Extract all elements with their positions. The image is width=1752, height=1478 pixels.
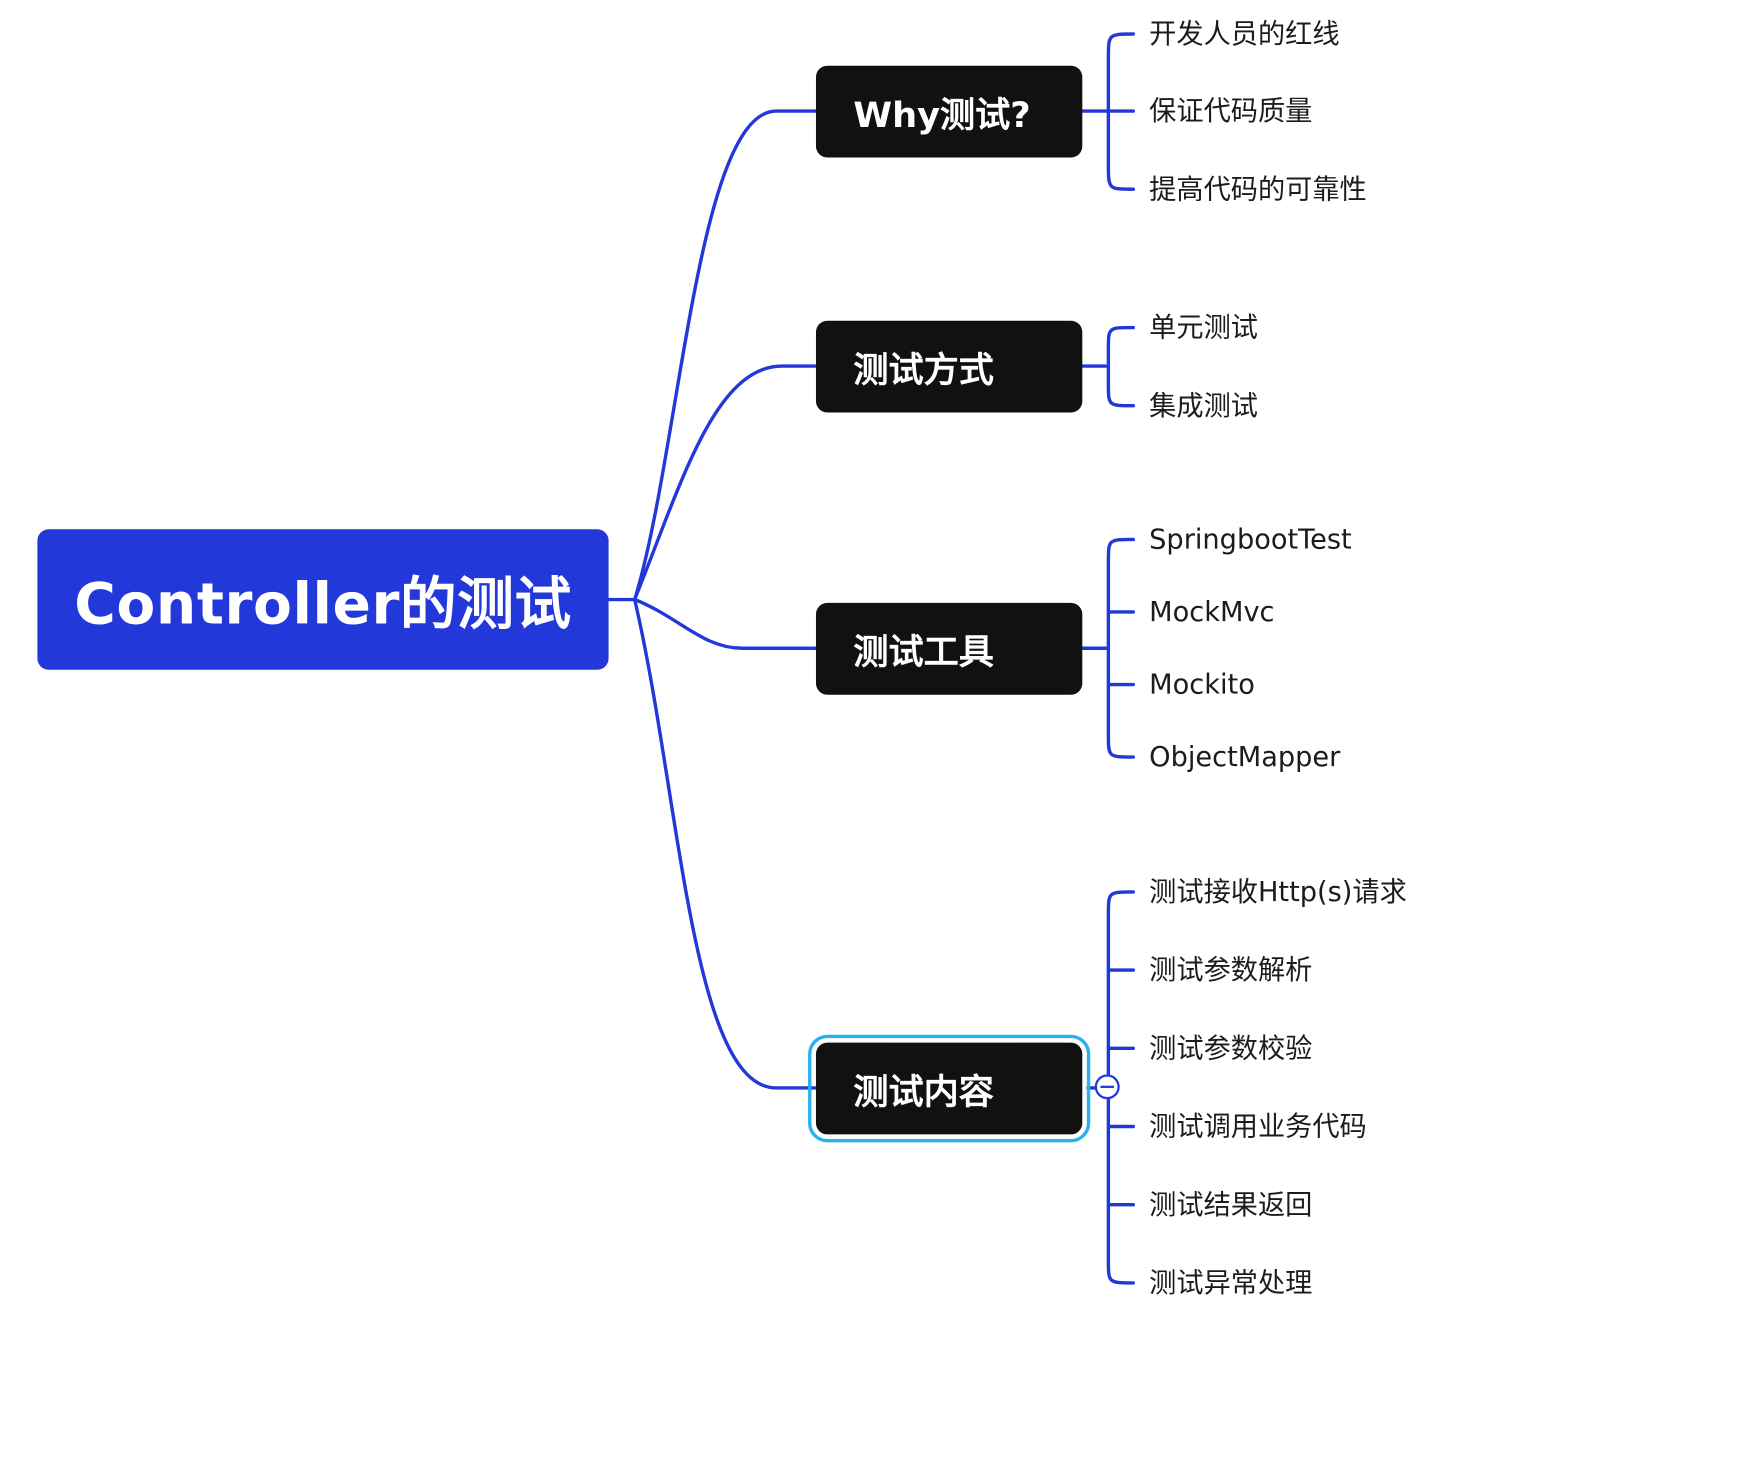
leaf-topic[interactable]: MockMvc: [1149, 596, 1275, 628]
collapse-toggle-icon[interactable]: [1094, 1074, 1120, 1100]
branch-topic-test-content[interactable]: 测试内容: [808, 1034, 1091, 1143]
branch-topic-test-tools[interactable]: 测试工具: [815, 602, 1083, 695]
branch-topic-label: 测试内容: [853, 1072, 994, 1113]
connector-branch-2-children: [1080, 325, 1135, 408]
leaf-topic[interactable]: 测试调用业务代码: [1149, 1110, 1367, 1143]
connector-branch-1-children: [1080, 32, 1135, 191]
root-topic[interactable]: Controller的测试: [37, 529, 609, 670]
branch-topic-label: Why测试?: [853, 95, 1031, 136]
leaf-topic[interactable]: 单元测试: [1149, 311, 1258, 344]
branch-topic-label: 测试工具: [853, 632, 994, 674]
connector-root-branch-4: [632, 597, 818, 1090]
leaf-topic[interactable]: 集成测试: [1149, 389, 1258, 422]
branch-topic-label: 测试方式: [853, 350, 994, 391]
leaf-topic[interactable]: 测试参数解析: [1149, 954, 1313, 986]
connector-root-branch-1: [606, 109, 818, 602]
branch-topic-test-methods[interactable]: 测试方式: [815, 320, 1083, 413]
leaf-topic[interactable]: 测试参数校验: [1149, 1032, 1313, 1065]
leaf-topic[interactable]: 提高代码的可靠性: [1149, 173, 1367, 206]
branch-topic-why-test[interactable]: Why测试?: [815, 65, 1083, 158]
leaf-topic[interactable]: 测试接收Http(s)请求: [1149, 876, 1407, 908]
root-topic-label: Controller的测试: [74, 571, 572, 637]
connector-root-branch-3: [632, 597, 818, 650]
leaf-topic[interactable]: 测试异常处理: [1149, 1267, 1313, 1299]
leaf-topic[interactable]: 开发人员的红线: [1149, 18, 1340, 50]
leaf-topic[interactable]: 保证代码质量: [1149, 95, 1313, 127]
leaf-topic[interactable]: ObjectMapper: [1149, 741, 1341, 773]
leaf-topic[interactable]: Mockito: [1149, 668, 1255, 701]
connector-branch-3-children: [1080, 537, 1135, 759]
connector-root-branch-2: [632, 364, 818, 602]
leaf-topic[interactable]: 测试结果返回: [1149, 1188, 1313, 1221]
leaf-topic[interactable]: SpringbootTest: [1149, 523, 1352, 556]
